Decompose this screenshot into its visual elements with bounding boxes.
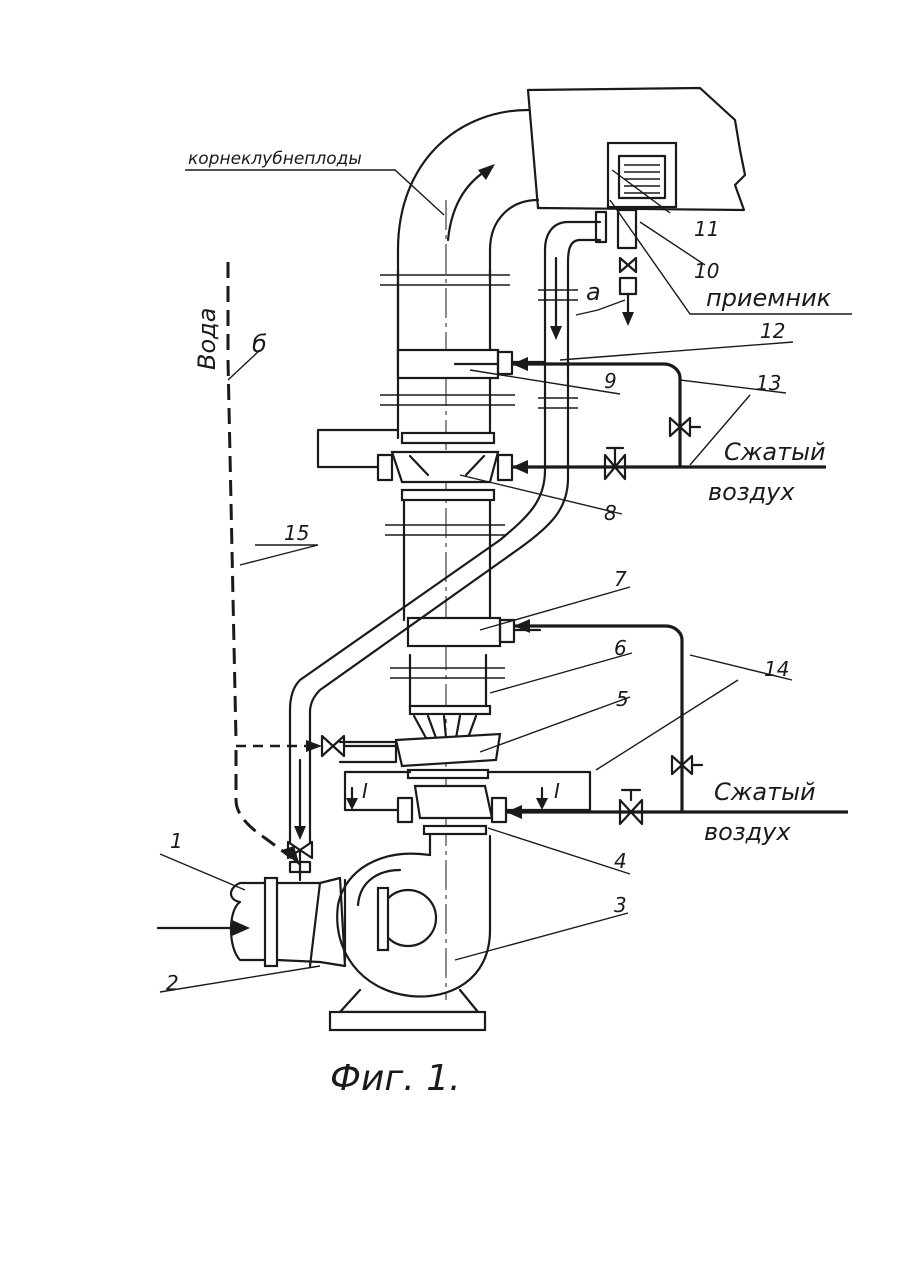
- flow-arrow: [448, 168, 490, 240]
- callout-13: 13: [756, 371, 781, 395]
- callout-10: 10: [694, 259, 719, 283]
- callout-6: 6: [614, 636, 627, 660]
- callout-11: 11: [694, 217, 719, 241]
- callout-7: 7: [614, 567, 627, 591]
- label-receiver: приемник: [706, 284, 832, 312]
- label-root-crops: корнеклубнеплоды: [188, 149, 362, 169]
- callout-8: 8: [604, 501, 617, 525]
- unit-8: [318, 430, 512, 500]
- label-compressed-air-top-1: Сжатый: [724, 438, 826, 466]
- label-section-I-left: I: [362, 779, 368, 803]
- callout-2: 2: [166, 971, 179, 995]
- flow-arrowhead: [478, 164, 495, 180]
- figure-caption: Фиг. 1.: [330, 1058, 461, 1099]
- callout-14: 14: [764, 657, 789, 681]
- callout-9: 9: [604, 369, 617, 393]
- callout-1: 1: [170, 829, 183, 853]
- callout-15: 15: [284, 521, 309, 545]
- label-letter-a: а: [586, 278, 601, 306]
- receiver-housing: [528, 88, 745, 210]
- callout-3: 3: [614, 893, 627, 917]
- label-letter-b: б: [252, 330, 267, 358]
- label-water: Вода: [193, 308, 221, 370]
- callout-5: 5: [616, 687, 629, 711]
- inlet-pipe: [158, 878, 345, 966]
- label-compressed-air-bottom-1: Сжатый: [714, 778, 816, 806]
- label-compressed-air-bottom-2: воздух: [704, 818, 791, 846]
- water-valve: [322, 736, 396, 756]
- label-compressed-air-top-2: воздух: [708, 478, 795, 506]
- receiver-drain-valve: [618, 210, 636, 326]
- unit-7: [408, 618, 540, 646]
- label-section-I-right: I: [554, 779, 560, 803]
- pump: [330, 836, 490, 1030]
- callout-12: 12: [760, 319, 785, 343]
- unit-5: [340, 706, 500, 778]
- callout-4: 4: [614, 849, 627, 873]
